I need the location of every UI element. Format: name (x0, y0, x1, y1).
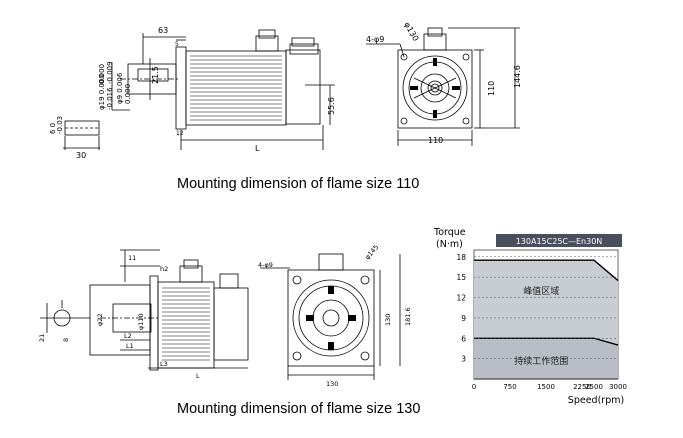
dim-110-pcd: φ130 (402, 21, 420, 43)
x-tick-label: 1500 (537, 383, 555, 391)
dim-130-height: 130 (384, 314, 392, 326)
dim-110-tol-1: 0.000 (98, 64, 106, 84)
dim-130-square: 130 (326, 380, 338, 388)
connector-110-a (255, 35, 279, 52)
caption-110: Mounting dimension of flame size 110 (177, 176, 420, 192)
dim-130-holes: 4-φ9 (258, 261, 273, 269)
x-axis-label: Speed(rpm) (568, 395, 624, 406)
dim-110-square: 110 (428, 136, 443, 145)
y-tick-label: 12 (456, 294, 466, 303)
dim-110-shaft-tol-2: 0.000 (124, 84, 132, 104)
y-axis-label: Torque (433, 227, 466, 238)
dim-130-l1: L1 (126, 342, 134, 350)
motor-body-130 (157, 281, 215, 369)
dim-110-key-tol-1: 6 0 (49, 123, 57, 134)
connector-130-a (179, 265, 203, 283)
dim-130-pilot-d: φ110 (137, 313, 145, 330)
dim-110-holes: 4-φ9 (366, 35, 384, 44)
dim-110-tol-2: -0.009 (106, 61, 114, 84)
x-tick-label: 0 (472, 383, 476, 391)
cooling-fins-130 (162, 287, 210, 361)
dim-110-overall-height: 144.6 (513, 65, 522, 88)
dim-130-shaft-d: φ22 (96, 313, 104, 326)
chart-title: 130A15C25C—En30N (516, 237, 603, 246)
dim-130-overall-height: 181.6 (404, 307, 412, 326)
continuous-region-label: 持续工作范围 (514, 355, 568, 367)
encoder-box-110 (285, 49, 321, 125)
dim-110-key-tol-2: -0.03 (56, 116, 64, 134)
motor-110-drawing: 63 12 L 30 4-φ9 110 110 144.6 φ130 55.6 … (49, 21, 522, 161)
flange-110 (175, 46, 187, 130)
dim-130-key-d1: 21 (38, 334, 46, 342)
connector-110-b (291, 37, 315, 47)
torque-speed-chart: Torque(N·m) 130A15C25C—En30N 18 15 12 9 6 3 0 750… (433, 227, 627, 406)
front-view-130 (287, 269, 375, 367)
x-tick-label: 2500 (585, 383, 603, 391)
peak-torque-line (474, 259, 619, 282)
cooling-fins-110 (190, 55, 282, 121)
dim-130-h2: h2 (160, 265, 168, 273)
y-tick-label: 18 (456, 253, 466, 262)
front-view-110-marks (410, 58, 460, 118)
dim-130-l2: L2 (124, 332, 132, 340)
dim-110-flange-thickness: 5 (175, 41, 179, 48)
chart-container: Torque(N·m) 130A15C25C—En30N 18 15 12 9 6 3 0 750… (430, 220, 670, 410)
chart-title-bar (496, 234, 622, 247)
dim-110-height: 110 (487, 81, 496, 96)
x-tick-label: 750 (503, 383, 516, 391)
x-tick-label: 3000 (609, 383, 627, 391)
y-tick-label: 15 (456, 273, 466, 282)
dim-130-key-d2: 8 (62, 338, 70, 342)
y-tick-label: 3 (461, 355, 466, 364)
dim-110-shaft-len: 21.5 (151, 66, 160, 84)
motor-130-drawing: 11 h2 L L3 L1 L2 φ22 φ110 21 8 4-φ9 130 … (38, 243, 412, 388)
dim-130-overall-length: L (196, 372, 200, 380)
dim-110-overall-length: L (255, 144, 260, 153)
peak-region-label: 峰值区域 (523, 285, 559, 297)
dim-110-tol-3: φ19 0.000 (98, 74, 106, 110)
connector-130-b (219, 273, 239, 289)
dim-110-base-height: 55.6 (327, 97, 336, 115)
dim-130-l3: L3 (160, 360, 168, 368)
dim-110-tol-4: -0.016 (106, 87, 114, 110)
dim-110-shaft-tol: φ9 0.006 (116, 72, 124, 104)
caption-130: Mounting dimension of flame size 130 (177, 401, 421, 417)
y-tick-label: 6 (461, 334, 466, 343)
dim-110-key-width: 30 (76, 151, 86, 160)
dim-110-flange-edge: 12 (176, 130, 184, 137)
front-view-110 (366, 27, 520, 146)
y-axis-label: (N·m) (436, 239, 463, 250)
y-tick-label: 9 (461, 314, 466, 323)
dim-130-pcd: φ145 (363, 243, 380, 261)
dim-110-top-length: 63 (158, 26, 168, 35)
x-tick-label: 2250 (573, 383, 591, 391)
dim-130-top: 11 (128, 254, 136, 262)
encoder-box-130 (213, 287, 249, 361)
